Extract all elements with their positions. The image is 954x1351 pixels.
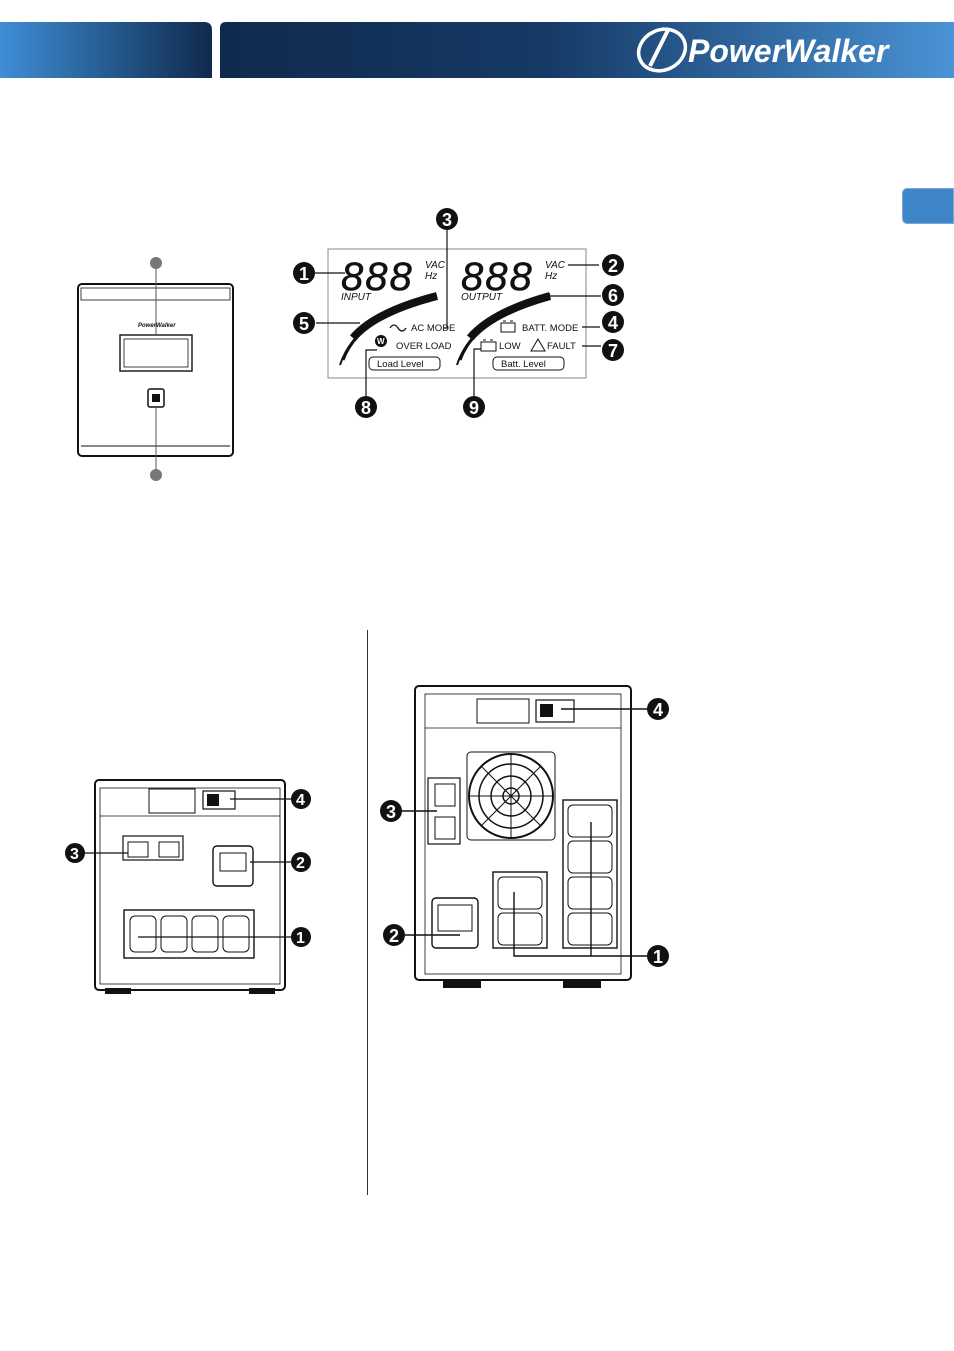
callout-9: 9 xyxy=(469,398,479,418)
rear-small-callout-4: 4 xyxy=(296,792,305,809)
output-sockets-right[interactable] xyxy=(563,800,617,948)
output-hz-unit: Hz xyxy=(545,271,557,282)
overload-w-badge: W xyxy=(377,337,385,346)
callout-7: 7 xyxy=(608,341,618,361)
lcd-diagram: 888 VAC Hz INPUT 888 VAC Hz OUTPUT AC MO… xyxy=(285,200,635,425)
callout-1: 1 xyxy=(299,264,309,284)
rear-large-callout-3: 3 xyxy=(386,802,396,822)
column-divider xyxy=(367,630,368,1195)
callout-dot-button xyxy=(150,469,162,481)
callout-3: 3 xyxy=(442,210,452,230)
output-sockets-middle[interactable] xyxy=(493,872,547,948)
rear-small-callout-1: 1 xyxy=(296,930,305,947)
callout-dot-lcd xyxy=(150,257,162,269)
load-level-label: Load Level xyxy=(377,359,423,370)
callout-2: 2 xyxy=(608,256,618,276)
output-vac-unit: VAC xyxy=(545,260,566,271)
batt-level-label: Batt. Level xyxy=(501,359,546,370)
rear-panel-small: 4 3 2 1 xyxy=(60,770,320,1000)
output-label: OUTPUT xyxy=(461,292,503,303)
rear-large-callout-2: 2 xyxy=(389,926,399,946)
rear-small-callout-3: 3 xyxy=(70,846,79,863)
ac-input-socket-small[interactable] xyxy=(213,846,253,886)
fault-label: FAULT xyxy=(547,341,576,352)
input-label: INPUT xyxy=(341,292,372,303)
ac-mode-label: AC MODE xyxy=(411,323,455,334)
callout-4: 4 xyxy=(608,313,618,333)
output-sockets-small[interactable] xyxy=(124,910,254,958)
front-lcd-window xyxy=(120,335,192,371)
rear-panel-large: 4 3 2 1 xyxy=(375,680,685,995)
callout-6: 6 xyxy=(608,286,618,306)
callout-8: 8 xyxy=(361,398,371,418)
rear-large-callout-4: 4 xyxy=(653,700,663,720)
rj45-ports-small[interactable] xyxy=(123,836,183,860)
ups-front-panel: PowerWalker xyxy=(70,250,245,490)
over-load-label: OVER LOAD xyxy=(396,341,452,352)
batt-mode-label: BATT. MODE xyxy=(522,323,578,334)
callout-5: 5 xyxy=(299,314,309,334)
section-tab xyxy=(902,188,954,224)
header-banner: PowerWalker xyxy=(0,0,954,82)
rear-large-callout-1: 1 xyxy=(653,947,663,967)
input-hz-unit: Hz xyxy=(425,271,437,282)
rear-small-callout-2: 2 xyxy=(296,855,305,872)
input-vac-unit: VAC xyxy=(425,260,446,271)
low-label: LOW xyxy=(499,341,521,352)
front-logo-text: PowerWalker xyxy=(138,323,176,329)
brand-logo-text: PowerWalker xyxy=(688,33,890,69)
